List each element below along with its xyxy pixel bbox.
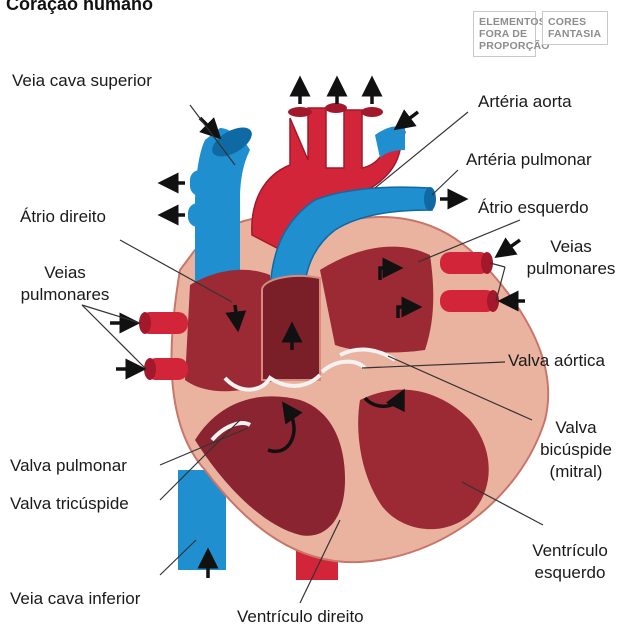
superior-vena-cava-branch [188,203,218,227]
label-mitral-valve: Valva bicúspide (mitral) [530,417,622,483]
label-line: Ventrículo [520,540,620,562]
label-aorta: Artéria aorta [478,91,572,113]
label-pulmonary-artery: Artéria pulmonar [466,149,592,171]
label-inferior-vena-cava: Veia cava inferior [10,588,140,610]
label-tricuspid-valve: Valva tricúspide [10,493,129,515]
label-line: Valva [530,417,622,439]
label-right-atrium: Átrio direito [20,206,106,228]
label-pulmonary-veins-right: Veias pulmonares [515,236,627,280]
pulmonary-trunk-interior [262,276,320,380]
label-line: Veias [10,262,120,284]
label-aortic-valve: Valva aórtica [508,350,605,372]
label-left-ventricle: Ventrículo esquerdo [520,540,620,584]
label-line: pulmonares [515,258,627,280]
label-line: esquerdo [520,562,620,584]
label-pulmonary-valve: Valva pulmonar [10,455,127,477]
label-right-ventricle: Ventrículo direito [237,606,364,628]
label-line: Veias [515,236,627,258]
superior-vena-cava-branch [190,170,220,196]
label-line: bicúspide [530,439,622,461]
label-line: (mitral) [530,461,622,483]
label-left-atrium: Átrio esquerdo [478,197,589,219]
left-atrium-chamber [320,247,433,353]
label-pulmonary-veins-left: Veias pulmonares [10,262,120,306]
label-line: pulmonares [10,284,120,306]
label-superior-vena-cava: Veia cava superior [12,70,152,92]
